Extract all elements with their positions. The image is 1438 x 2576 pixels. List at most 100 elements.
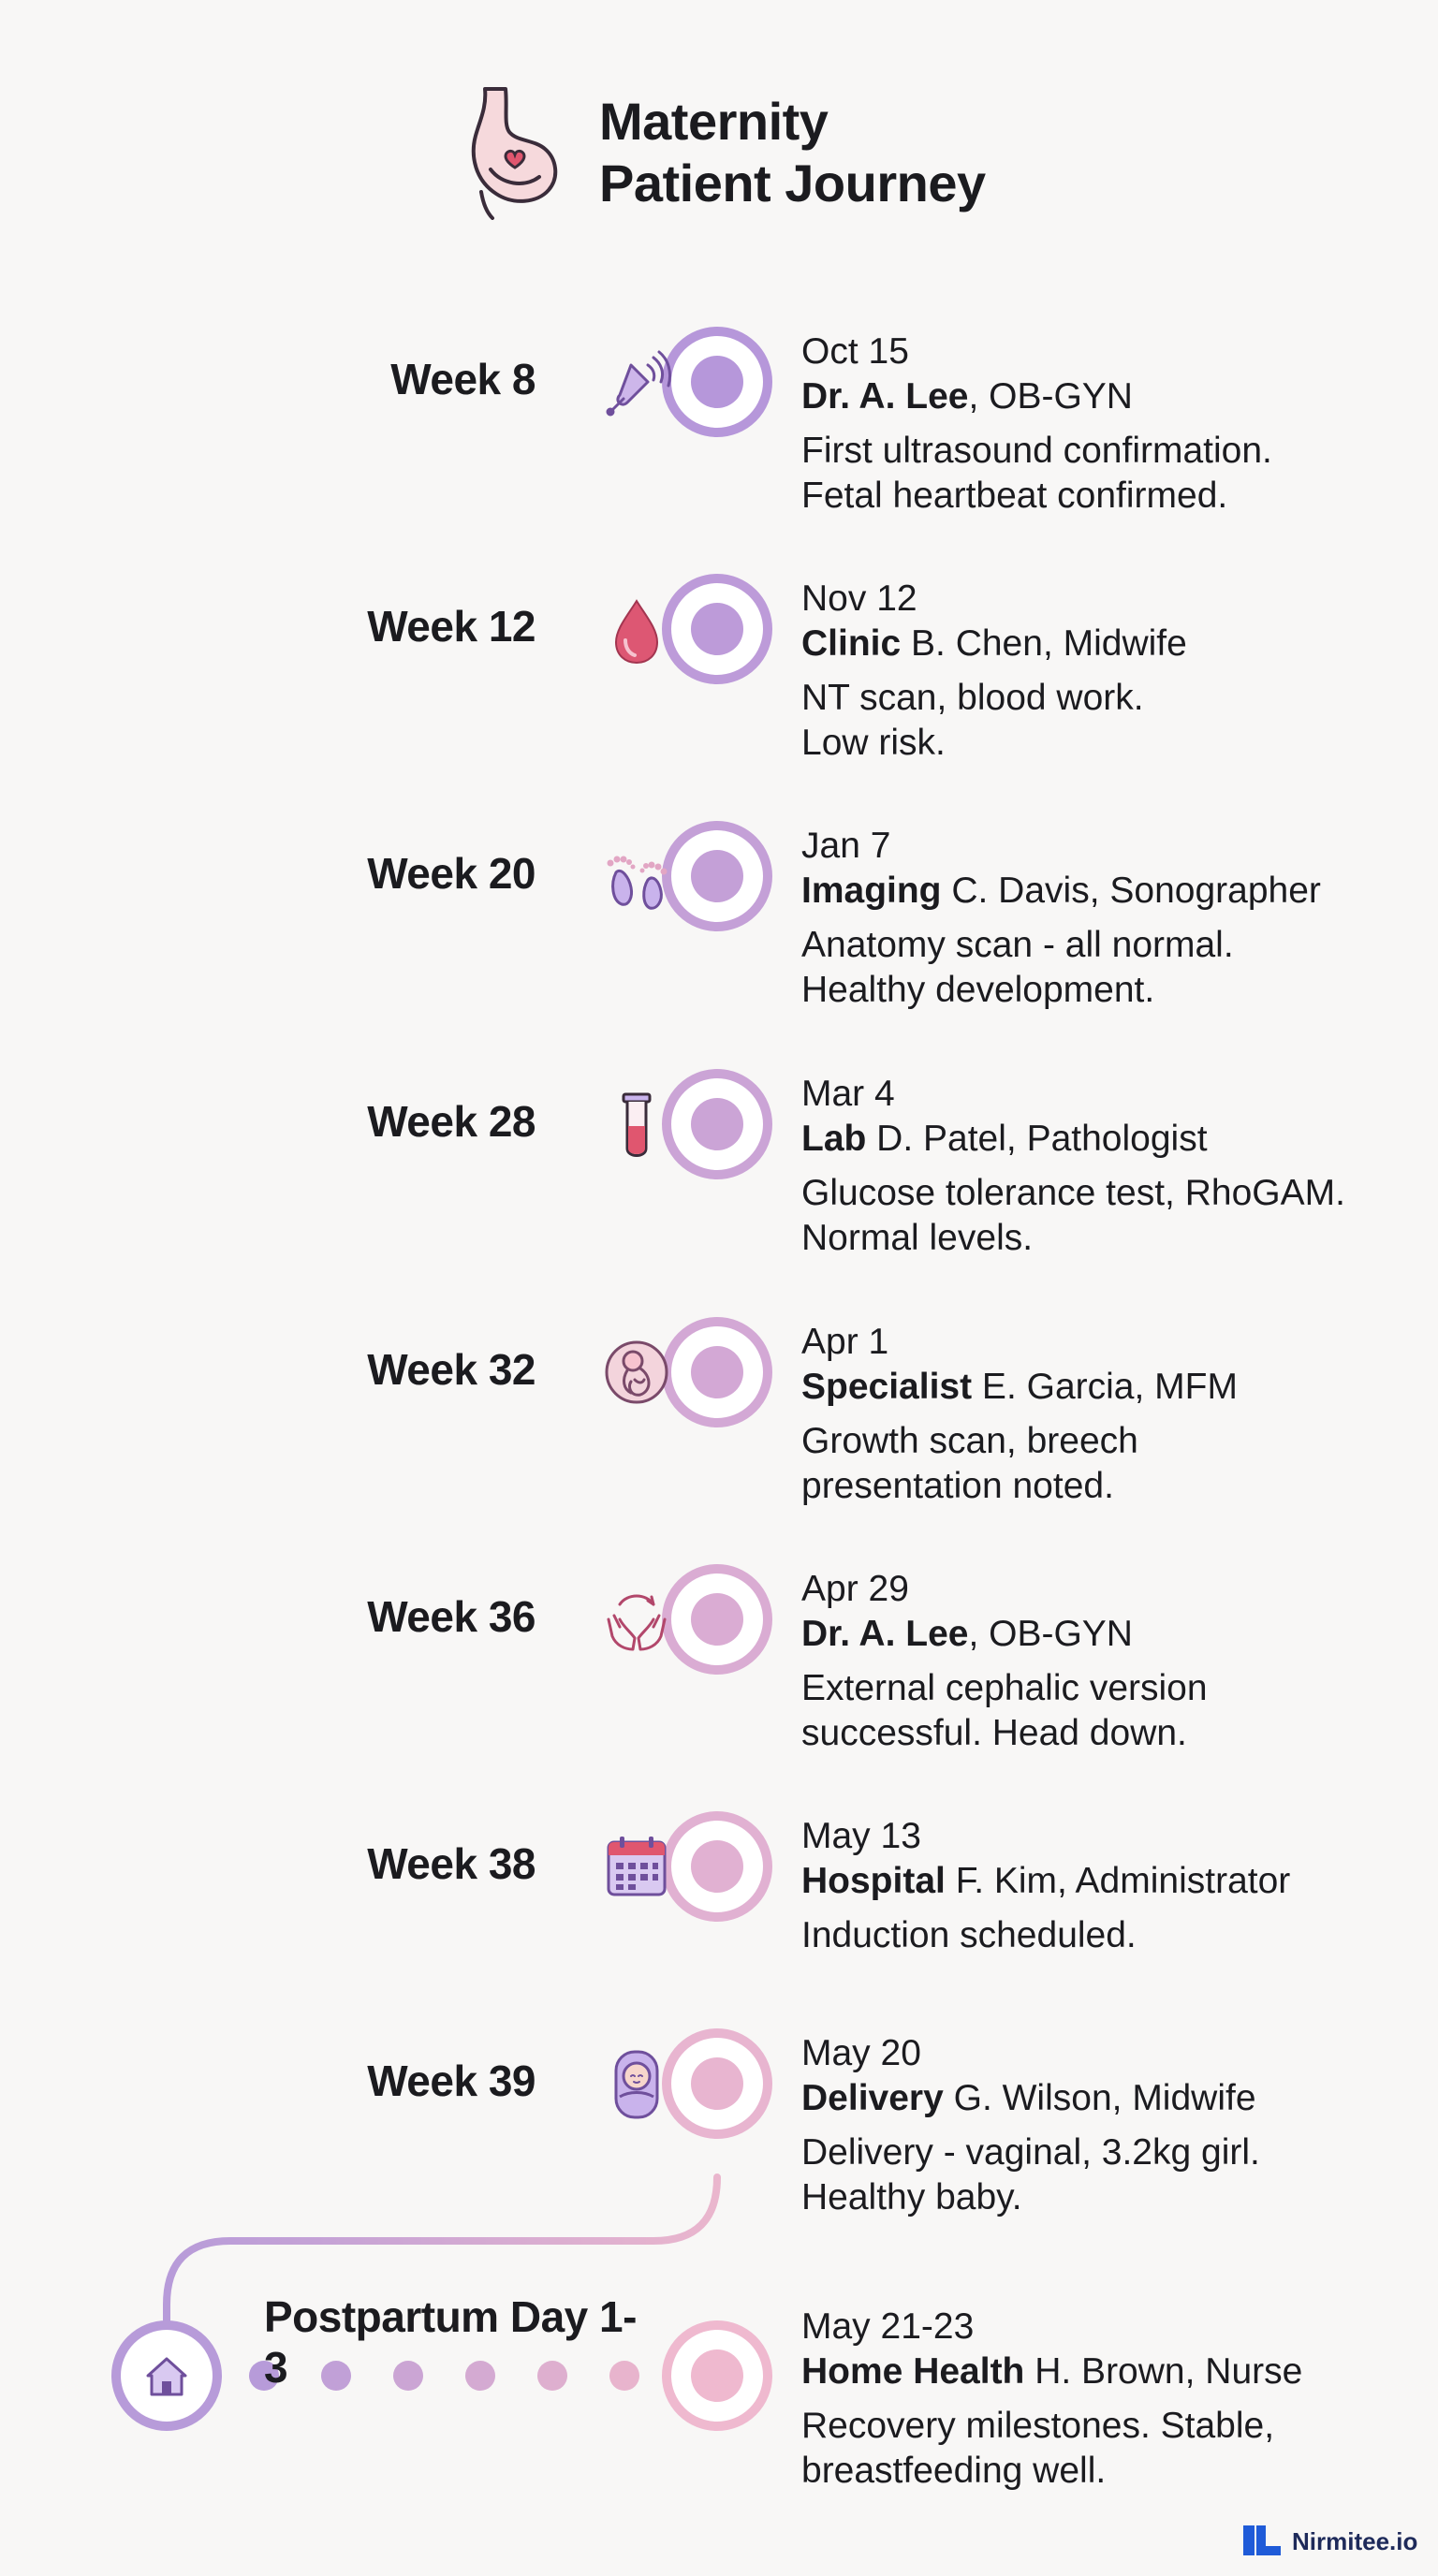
- stage-label: Week 32: [367, 1345, 536, 1394]
- stage-description: Growth scan, breech presentation noted.: [801, 1421, 1138, 1506]
- postpartum-connector: [163, 2174, 721, 2379]
- stage-provider: Imaging C. Davis, Sonographer: [801, 869, 1401, 914]
- title-line-1: Maternity: [599, 92, 829, 151]
- stage-label: Week 8: [390, 355, 536, 403]
- timeline-node: [662, 821, 772, 931]
- page-title: Maternity Patient Journey: [599, 91, 986, 214]
- stage-provider-name: C. Davis, Sonographer: [941, 871, 1321, 911]
- stage-provider-type: Dr. A. Lee: [801, 1614, 969, 1654]
- timeline-node-dot: [691, 1098, 743, 1150]
- postpartum-provider-type: Home Health: [801, 2351, 1025, 2392]
- stage-label: Week 20: [367, 849, 536, 898]
- stage-description: Anatomy scan - all normal. Healthy devel…: [801, 925, 1234, 1010]
- ultrasound-probe-icon: [606, 350, 672, 417]
- timeline-node: [662, 2028, 772, 2139]
- stage-date: May 20: [801, 2033, 921, 2073]
- timeline-node-dot: [691, 2349, 743, 2402]
- stage-label: Week 38: [367, 1839, 536, 1888]
- stage-provider: Clinic B. Chen, Midwife: [801, 622, 1401, 666]
- timeline-node: [662, 574, 772, 684]
- stage-label: Week 12: [367, 602, 536, 651]
- stage-description: Induction scheduled.: [801, 1915, 1137, 1955]
- timeline-node-dot: [691, 1840, 743, 1893]
- postpartum-description: Recovery milestones. Stable, breastfeedi…: [801, 2406, 1275, 2491]
- stage-description: First ultrasound confirmation. Fetal hea…: [801, 431, 1272, 516]
- postpartum-details: May 21-23 Home Health H. Brown, Nurse Re…: [801, 2305, 1401, 2494]
- stage-date: May 13: [801, 1816, 921, 1856]
- stage-label: Week 36: [367, 1592, 536, 1641]
- stage-provider: Dr. A. Lee, OB-GYN: [801, 1612, 1401, 1657]
- stage-provider-type: Dr. A. Lee: [801, 376, 969, 417]
- calendar-icon: [607, 1837, 667, 1896]
- baby-feet-icon: [607, 856, 668, 910]
- timeline-node-dot: [691, 1346, 743, 1398]
- postpartum-dot: [609, 2361, 639, 2391]
- timeline-nodes: [111, 327, 772, 2431]
- timeline-node: [662, 1317, 772, 1427]
- stage-provider-name: B. Chen, Midwife: [901, 623, 1187, 664]
- timeline-node: [662, 1069, 772, 1179]
- stage-provider-name: , OB-GYN: [968, 1614, 1133, 1654]
- stage-provider-name: F. Kim, Administrator: [945, 1861, 1291, 1901]
- timeline-node: [662, 1564, 772, 1675]
- stage-provider-type: Delivery: [801, 2078, 944, 2118]
- stage-provider-type: Clinic: [801, 623, 902, 664]
- stage-date: Apr 29: [801, 1569, 909, 1609]
- stage-date: Apr 1: [801, 1322, 889, 1362]
- stage-provider-type: Hospital: [801, 1861, 946, 1901]
- title-line-2: Patient Journey: [599, 154, 986, 212]
- stage-provider: Delivery G. Wilson, Midwife: [801, 2076, 1401, 2121]
- swaddled-baby-icon: [614, 2050, 659, 2119]
- postpartum-dot: [465, 2361, 495, 2391]
- stage-provider: Specialist E. Garcia, MFM: [801, 1365, 1401, 1410]
- stage-provider-name: G. Wilson, Midwife: [943, 2078, 1256, 2118]
- brand-logo-icon: [1243, 2525, 1281, 2555]
- stage-date: Jan 7: [801, 826, 891, 866]
- fetus-icon: [605, 1340, 668, 1404]
- postpartum-label: Postpartum Day 1-3: [264, 2292, 637, 2392]
- timeline-node: [662, 327, 772, 437]
- stage-date: Mar 4: [801, 1074, 895, 1114]
- stage-provider-type: Imaging: [801, 871, 942, 911]
- stage-provider-name: E. Garcia, MFM: [972, 1367, 1238, 1407]
- stage-date: Oct 15: [801, 331, 909, 372]
- pregnant-belly-icon: [471, 87, 558, 220]
- timeline-node: [662, 1811, 772, 1922]
- stage-provider-type: Specialist: [801, 1367, 973, 1407]
- home-node: [111, 2320, 222, 2431]
- stage-description: External cephalic version successful. He…: [801, 1668, 1208, 1753]
- postpartum-date: May 21-23: [801, 2306, 975, 2347]
- stage-provider-name: D. Patel, Pathologist: [866, 1119, 1208, 1159]
- postpartum-provider-name: H. Brown, Nurse: [1024, 2351, 1303, 2392]
- timeline-node-dot: [691, 2057, 743, 2110]
- stage-provider: Dr. A. Lee, OB-GYN: [801, 374, 1401, 419]
- hands-rotation-icon: [607, 1594, 667, 1651]
- timeline-node-dot: [691, 850, 743, 902]
- stage-description: NT scan, blood work. Low risk.: [801, 678, 1144, 763]
- stage-description: Delivery - vaginal, 3.2kg girl. Healthy …: [801, 2132, 1260, 2217]
- stage-provider: Hospital F. Kim, Administrator: [801, 1859, 1401, 1904]
- timeline-node-postpartum: [662, 2320, 772, 2431]
- blood-drop-icon: [614, 599, 659, 665]
- postpartum-dot: [321, 2361, 351, 2391]
- timeline-node-dot: [691, 356, 743, 408]
- timeline-node-dot: [691, 603, 743, 655]
- brand-name: Nirmitee.io: [1292, 2527, 1418, 2555]
- timeline-node-dot: [691, 1593, 743, 1646]
- postpartum-provider: Home Health H. Brown, Nurse: [801, 2349, 1401, 2394]
- postpartum-dots: [249, 2361, 639, 2391]
- stage-date: Nov 12: [801, 578, 917, 619]
- stage-label: Week 28: [367, 1097, 536, 1146]
- test-tube-icon: [622, 1092, 652, 1157]
- postpartum-dot: [393, 2361, 423, 2391]
- stage-description: Glucose tolerance test, RhoGAM. Normal l…: [801, 1173, 1345, 1258]
